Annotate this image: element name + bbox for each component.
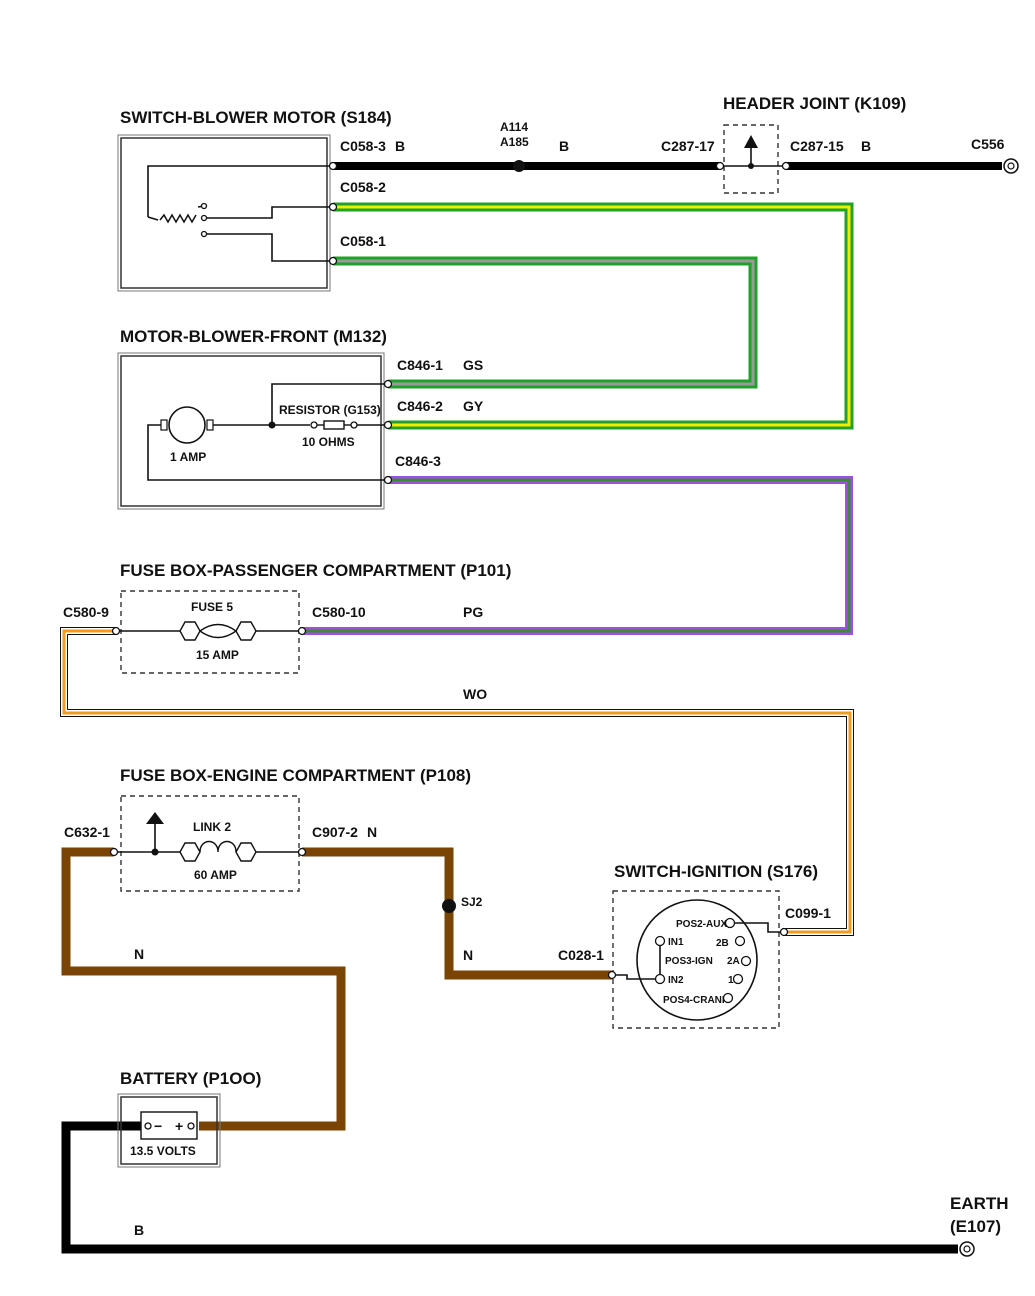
link-2-icon: [179, 840, 257, 862]
header-joint: HEADER JOINT (K109) C287-17 C287-15 B: [661, 94, 906, 194]
link-2-rating: 60 AMP: [194, 868, 237, 882]
pin-1: 1: [728, 975, 734, 986]
fuse-5-label: FUSE 5: [191, 600, 233, 614]
fuse-box-engine: FUSE BOX-ENGINE COMPARTMENT (P108) LINK …: [64, 766, 471, 892]
pin-in1: IN1: [668, 937, 684, 948]
switch-blower-motor: SWITCH-BLOWER MOTOR (S184) C058-3 B C058…: [117, 108, 405, 292]
pin-pos3-ign: POS3-IGN: [665, 956, 713, 967]
earth-e107: EARTH (E107): [950, 1194, 1009, 1257]
connector-c580-9: C580-9: [63, 604, 109, 620]
wire-code-n-left: N: [134, 946, 144, 962]
connector-c287-15: C287-15: [790, 138, 844, 154]
splice-sj2: [442, 899, 456, 913]
link-2-label: LINK 2: [193, 820, 231, 834]
ignition-dial: [636, 899, 758, 1021]
connector-c058-1-pin: [328, 256, 338, 266]
wire-code-b-bottom: B: [134, 1222, 144, 1238]
connector-c099-1: C099-1: [785, 905, 831, 921]
motor-icon: [168, 406, 206, 444]
pin-in2: IN2: [668, 975, 684, 986]
resistor-name: RESISTOR (G153): [279, 403, 381, 417]
connector-c058-3: C058-3: [340, 138, 386, 154]
earth-code: (E107): [950, 1217, 1001, 1236]
battery: BATTERY (P1OO) − + 13.5 VOLTS: [117, 1069, 261, 1168]
wire-code-wo: WO: [463, 686, 487, 702]
splice-a185-label: A185: [500, 135, 529, 149]
splice-a114-label: A114: [500, 120, 528, 134]
header-joint-title: HEADER JOINT (K109): [723, 94, 906, 113]
earth-label: EARTH: [950, 1194, 1009, 1213]
wire-gy: [333, 202, 854, 430]
wire-n-left: [61, 847, 346, 1131]
wire-code-b-3: B: [861, 138, 871, 154]
switch-ignition: SWITCH-IGNITION (S176) POS2-AUX IN1 2B P…: [558, 862, 831, 1029]
motor-rating: 1 AMP: [170, 450, 206, 464]
wire-n-right: [302, 847, 612, 980]
splice-sj2-label: SJ2: [461, 895, 483, 909]
power-arrow-icon: [146, 812, 164, 824]
battery-volts: 13.5 VOLTS: [130, 1144, 196, 1158]
pin-pos2-aux: POS2-AUX: [676, 919, 727, 930]
connector-c846-2: C846-2: [397, 398, 443, 414]
fuse-5-rating: 15 AMP: [196, 648, 239, 662]
connector-c632-1: C632-1: [64, 824, 110, 840]
resistor-value: 10 OHMS: [302, 435, 355, 449]
fuse-box-passenger-title: FUSE BOX-PASSENGER COMPARTMENT (P101): [120, 561, 511, 580]
connector-c287-17: C287-17: [661, 138, 715, 154]
connector-c028-1: C028-1: [558, 947, 604, 963]
connector-c058-1: C058-1: [340, 233, 386, 249]
wire-gs: [333, 256, 758, 389]
pin-2a: 2A: [727, 956, 740, 967]
connector-c907-2: C907-2: [312, 824, 358, 840]
connector-c580-10: C580-10: [312, 604, 366, 620]
connector-c058-2-pin: [328, 202, 338, 212]
connector-c058-2: C058-2: [340, 179, 386, 195]
connector-c846-1: C846-1: [397, 357, 443, 373]
wires: [60, 162, 1002, 1254]
switch-ignition-title: SWITCH-IGNITION (S176): [614, 862, 818, 881]
motor-blower-title: MOTOR-BLOWER-FRONT (M132): [120, 327, 387, 346]
connector-c846-3: C846-3: [395, 453, 441, 469]
wire-code-b-1: B: [395, 138, 405, 154]
connector-c556: C556: [971, 136, 1019, 174]
wire-code-n-mid: N: [463, 947, 473, 963]
motor-blower-front: MOTOR-BLOWER-FRONT (M132) 1 AMP RESISTOR…: [117, 327, 484, 510]
pin-2b: 2B: [716, 938, 729, 949]
fuse-5-icon: [179, 621, 257, 641]
connector-c058-3-pin: [328, 161, 338, 171]
pin-pos4-crank: POS4-CRANK: [663, 995, 730, 1006]
fuse-box-engine-title: FUSE BOX-ENGINE COMPARTMENT (P108): [120, 766, 471, 785]
wire-code-gy: GY: [463, 398, 484, 414]
resistor-icon: [323, 420, 345, 430]
switch-blower-title: SWITCH-BLOWER MOTOR (S184): [120, 108, 392, 127]
wire-code-n-c907: N: [367, 824, 377, 840]
wire-b-bottom: [61, 1121, 958, 1254]
battery-title: BATTERY (P1OO): [120, 1069, 261, 1088]
wire-code-b-2: B: [559, 138, 569, 154]
battery-neg: −: [154, 1118, 162, 1134]
wire-code-pg: PG: [463, 604, 483, 620]
fuse-box-passenger: FUSE BOX-PASSENGER COMPARTMENT (P101) FU…: [63, 561, 511, 674]
connector-c556-label: C556: [971, 136, 1005, 152]
splice-a114: [513, 160, 525, 172]
battery-pos: +: [175, 1118, 183, 1134]
wire-code-gs: GS: [463, 357, 483, 373]
